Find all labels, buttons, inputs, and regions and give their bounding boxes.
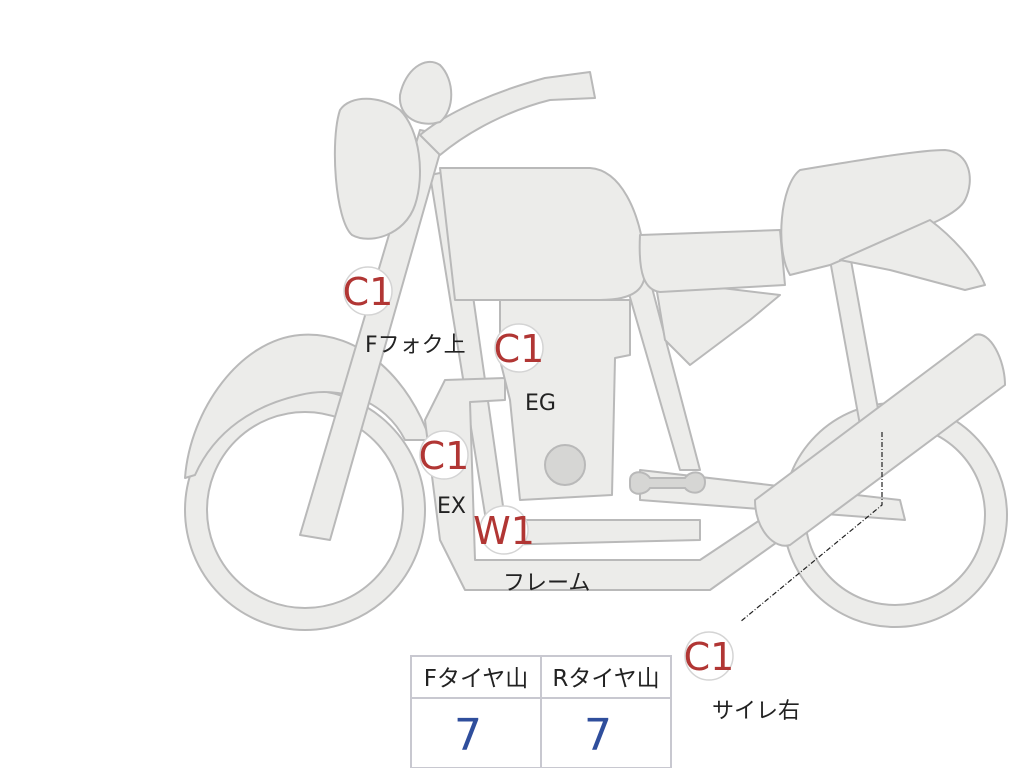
seat-rear [780, 149, 971, 276]
marker-label: EX [437, 494, 466, 519]
marker-frame: W1 フレーム [473, 505, 590, 596]
side-cover [654, 279, 781, 366]
footpeg [629, 471, 707, 495]
marker-label: EG [525, 391, 556, 416]
marker-label: フレーム [503, 571, 590, 596]
handlebar [419, 71, 596, 156]
rear-fender [839, 219, 986, 291]
table-value-rear-tire: 7 [584, 710, 612, 761]
muffler-leader-line [739, 432, 883, 623]
table-header-front-tire: Fタイヤ山 [424, 666, 529, 692]
marker-code: C1 [494, 327, 545, 371]
marker-label: サイレ右 [712, 699, 800, 724]
marker-exhaust: C1 EX [419, 430, 470, 519]
marker-code: C1 [419, 434, 470, 478]
speedometer [398, 60, 453, 125]
table-value-front-tire: 7 [454, 710, 482, 761]
marker-circle [343, 266, 393, 316]
marker-code: C1 [684, 635, 735, 679]
table-header-rear-tire: Rタイヤ山 [552, 666, 659, 692]
tire-tread-table: Fタイヤ山 Rタイヤ山 7 7 [410, 655, 672, 768]
marker-fork: C1 Fフォク上 [343, 266, 466, 358]
motorcycle-illustration [184, 60, 1008, 631]
marker-circle [419, 430, 469, 480]
rear-shock [829, 254, 881, 426]
marker-code: W1 [473, 509, 535, 553]
headlight [333, 97, 421, 240]
marker-muffler: C1 サイレ右 [684, 631, 800, 724]
seat-front [638, 229, 786, 293]
marker-engine: C1 EG [494, 323, 556, 416]
marker-circle [479, 505, 529, 555]
fuel-tank [439, 167, 647, 301]
marker-code: C1 [343, 270, 394, 314]
engine-cover [544, 444, 586, 486]
muffler [754, 333, 1006, 547]
marker-label: Fフォク上 [365, 333, 466, 358]
marker-circle [684, 631, 734, 681]
marker-circle [494, 323, 544, 373]
